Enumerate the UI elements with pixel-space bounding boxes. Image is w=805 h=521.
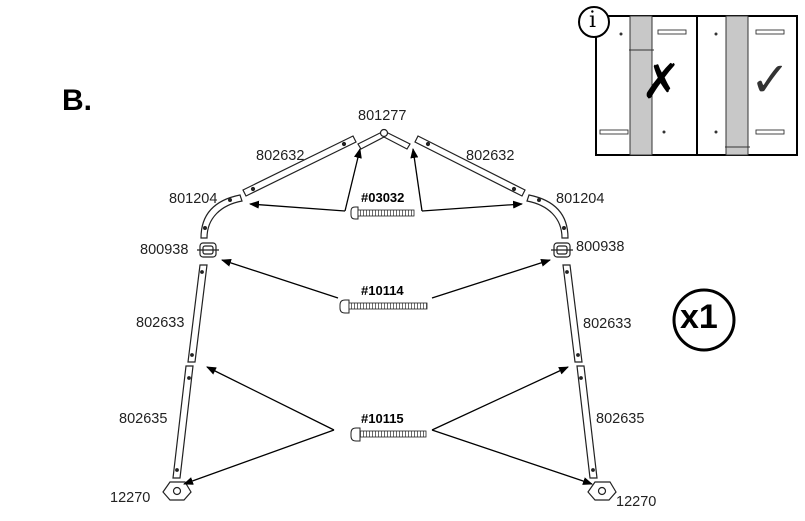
info-letter: i bbox=[589, 8, 597, 33]
quantity-label: x1 bbox=[680, 298, 718, 336]
info-inset bbox=[578, 6, 798, 156]
connector-800938-right bbox=[551, 242, 573, 258]
tube-802635-left bbox=[172, 365, 194, 479]
screw-03032 bbox=[350, 206, 415, 220]
part-label-foot-right: 12270 bbox=[616, 494, 657, 510]
part-label-foot-left: 12270 bbox=[110, 490, 151, 506]
info-icon bbox=[578, 6, 610, 38]
quantity-circle bbox=[672, 288, 736, 352]
part-label-upper-left: 802632 bbox=[256, 148, 305, 164]
part-label-lower-right: 802635 bbox=[596, 411, 645, 427]
screw-label-bottom: #10115 bbox=[361, 411, 404, 426]
tube-802632-left bbox=[242, 135, 357, 197]
part-label-connector-left: 800938 bbox=[140, 242, 189, 258]
part-label-elbow-right: 801204 bbox=[556, 191, 605, 207]
tube-802633-left bbox=[187, 264, 208, 363]
wrong-mark-icon: ✗ bbox=[641, 54, 682, 110]
part-label-mid-left: 802633 bbox=[136, 315, 185, 331]
tube-802635-right bbox=[576, 365, 598, 479]
foot-12270-left bbox=[162, 481, 192, 501]
frame bbox=[162, 128, 617, 501]
screw-10114 bbox=[339, 299, 428, 314]
part-label-mid-right: 802633 bbox=[583, 316, 632, 332]
connector-800938-left bbox=[197, 242, 219, 258]
arrows bbox=[183, 148, 593, 485]
elbow-801204-right bbox=[526, 194, 569, 239]
step-label: B. bbox=[62, 84, 92, 117]
screw-label-top: #03032 bbox=[361, 190, 405, 205]
foot-12270-right bbox=[587, 481, 617, 501]
part-label-connector-right: 800938 bbox=[576, 239, 625, 255]
tube-802633-right bbox=[562, 264, 583, 363]
elbow-801204-left bbox=[200, 194, 243, 239]
part-label-elbow-left: 801204 bbox=[169, 191, 218, 207]
part-label-upper-right: 802632 bbox=[466, 148, 515, 164]
part-label-peak: 801277 bbox=[358, 108, 407, 124]
part-label-lower-left: 802635 bbox=[119, 411, 168, 427]
screw-10115 bbox=[350, 427, 427, 442]
screw-label-middle: #10114 bbox=[361, 283, 404, 298]
tube-802632-right bbox=[414, 135, 526, 197]
right-mark-icon: ✓ bbox=[750, 52, 791, 108]
